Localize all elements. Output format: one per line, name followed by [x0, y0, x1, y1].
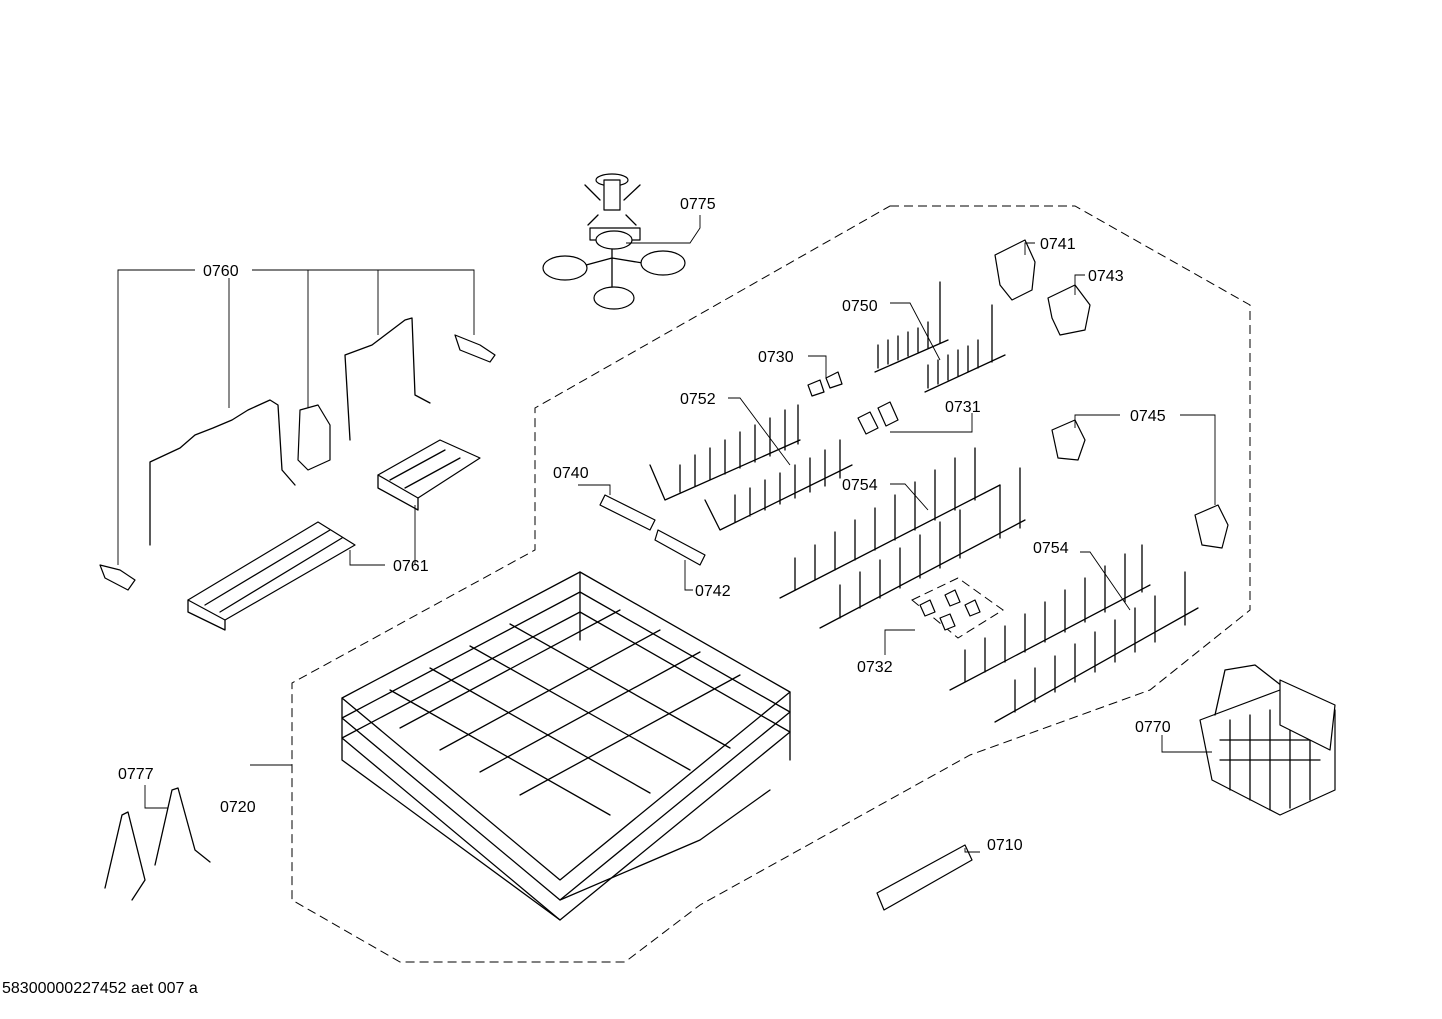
label-0742: 0742	[695, 583, 731, 600]
label-0740: 0740	[553, 465, 589, 482]
label-0743: 0743	[1088, 268, 1124, 285]
label-0761: 0761	[393, 558, 429, 575]
part-0710-strip	[876, 844, 973, 911]
part-0740-bracket	[599, 494, 656, 531]
part-0777-wire-holders	[104, 787, 211, 901]
part-0752-racks	[649, 404, 853, 531]
label-0732: 0732	[857, 659, 893, 676]
label-0752: 0752	[680, 391, 716, 408]
label-0741: 0741	[1040, 236, 1076, 253]
part-0730-clips	[807, 371, 843, 397]
part-0732-clip-set	[911, 577, 1004, 639]
part-0750-racks	[874, 281, 1006, 393]
part-0745-clips	[1051, 419, 1229, 549]
part-0743-clip	[1047, 284, 1091, 336]
label-0775: 0775	[680, 196, 716, 213]
part-0742-bracket	[654, 529, 706, 566]
label-0760: 0760	[203, 263, 239, 280]
part-0770-cutlery-basket	[1199, 664, 1336, 816]
part-0760-wires	[99, 317, 496, 591]
part-0720-lower-basket	[341, 571, 791, 921]
assembly-boundary	[291, 205, 1251, 963]
label-0770: 0770	[1135, 719, 1171, 736]
label-0750: 0750	[842, 298, 878, 315]
part-0754-rack-lower	[949, 544, 1199, 723]
part-0731-clips	[857, 401, 899, 435]
document-id: 58300000227452 aet 007 a	[2, 980, 198, 997]
part-0754-rack-upper	[779, 447, 1026, 629]
label-0777: 0777	[118, 766, 154, 783]
label-0745: 0745	[1130, 408, 1166, 425]
label-0730: 0730	[758, 349, 794, 366]
part-0761-trays	[187, 439, 481, 631]
label-0710: 0710	[987, 837, 1023, 854]
part-0741-clip	[994, 239, 1036, 301]
label-0754-upper: 0754	[842, 477, 878, 494]
part-0775-spray-hub	[542, 173, 686, 310]
label-0754-lower: 0754	[1033, 540, 1069, 557]
label-0731: 0731	[945, 399, 981, 416]
label-0720: 0720	[220, 799, 256, 816]
